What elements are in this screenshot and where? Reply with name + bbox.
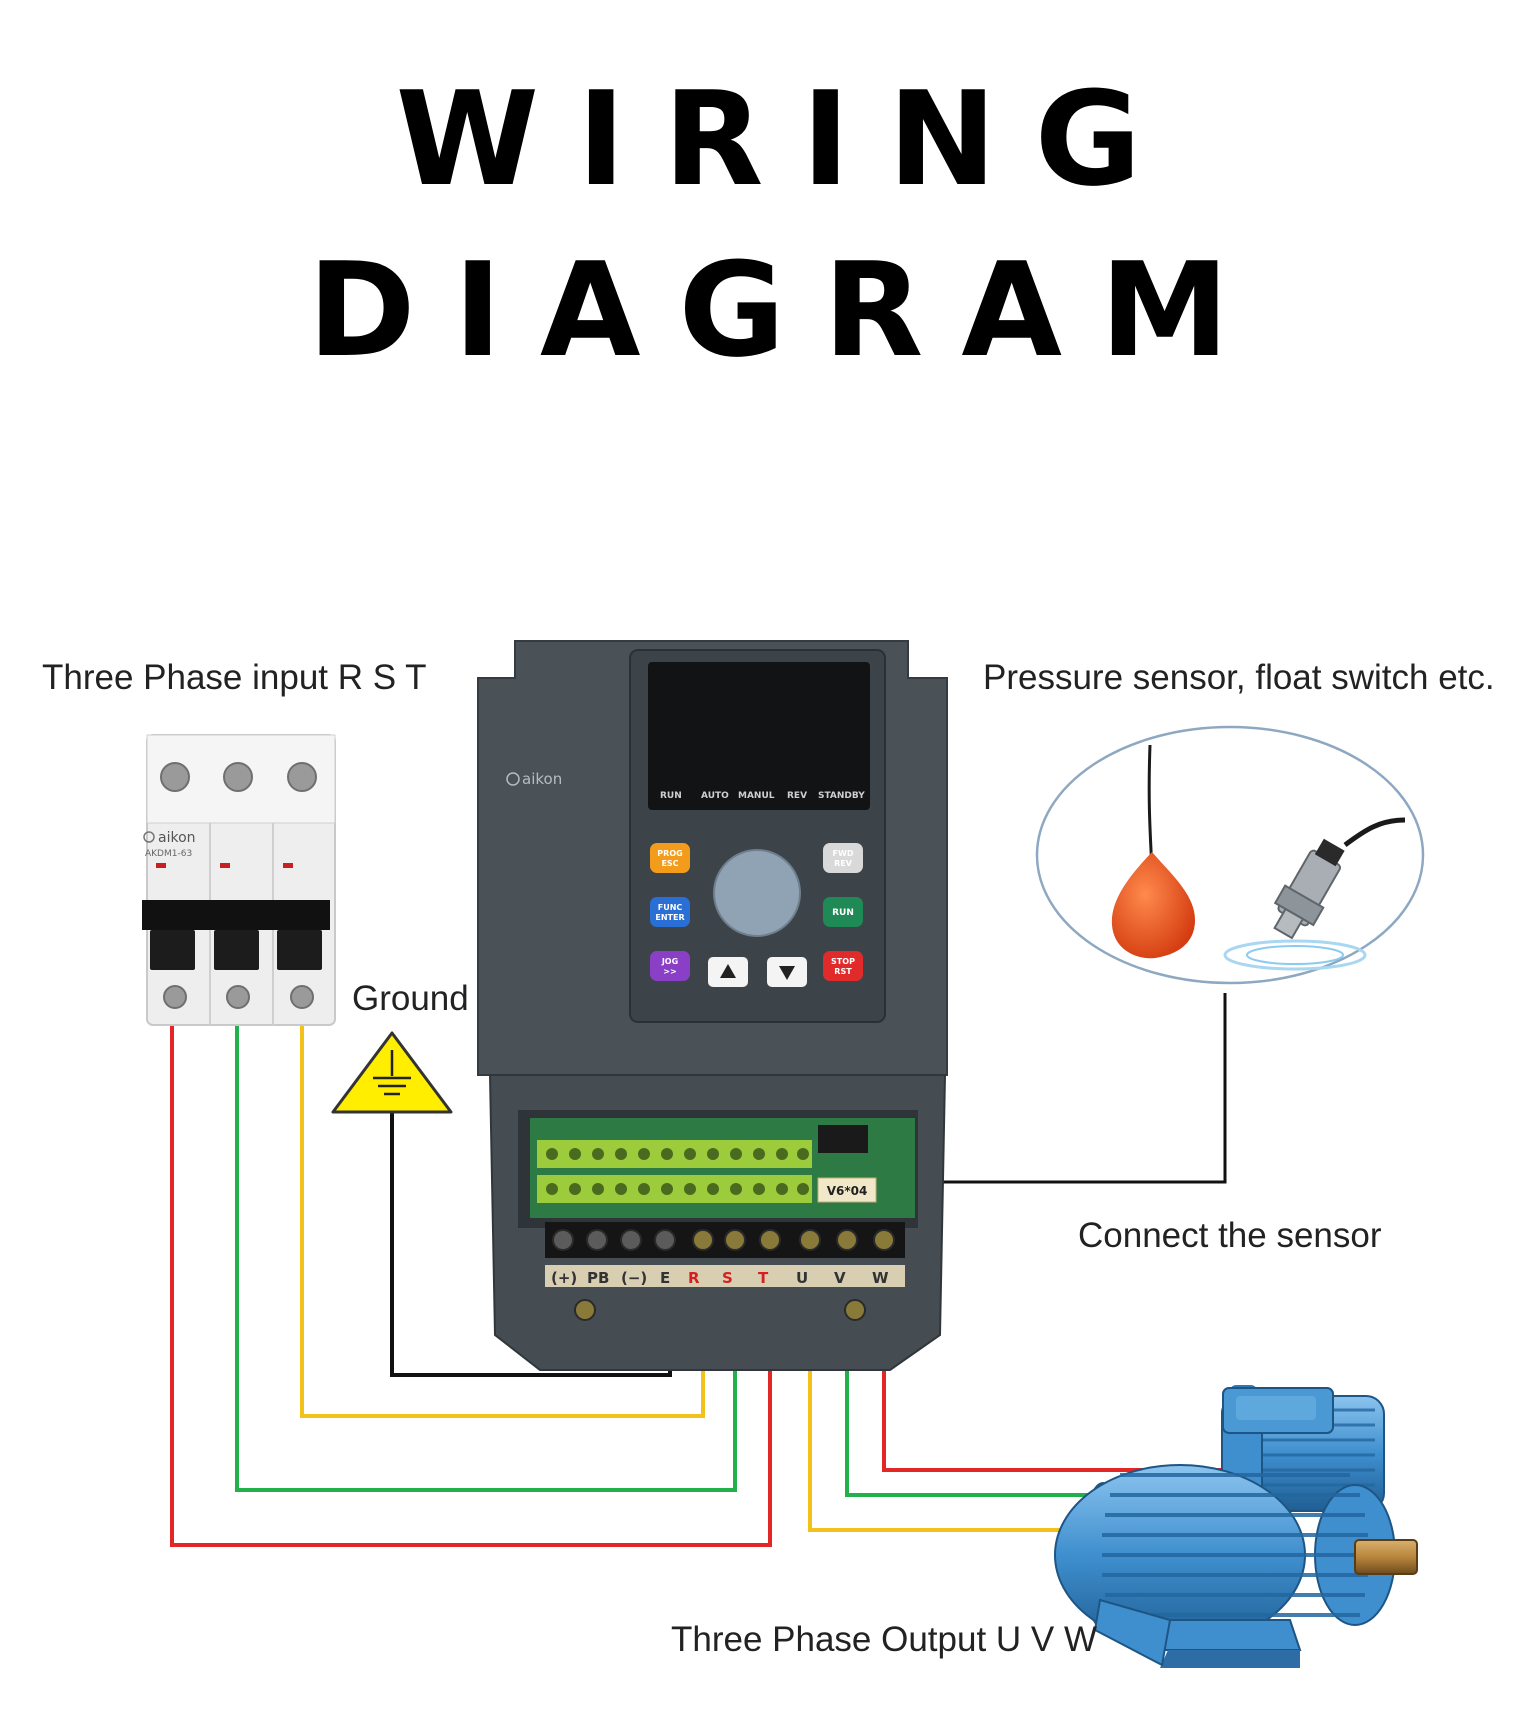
jog-arrow-label: >> [663, 967, 676, 976]
wire-input-r [170, 1020, 772, 1547]
vfd-brand: aikon [522, 770, 562, 788]
ground-warning-icon [331, 1031, 453, 1114]
terminal-r: R [688, 1269, 700, 1287]
motor-shaft-icon [1354, 1539, 1418, 1575]
stop-rst-button[interactable]: STOP RST [823, 951, 863, 981]
board-label: V6*04 [827, 1184, 868, 1198]
fwd-label: FWD [833, 849, 854, 858]
control-terminal-screws [546, 1148, 809, 1195]
top-screw-terminals [160, 762, 317, 792]
bottom-screw-terminals [163, 985, 314, 1009]
stop-label: STOP [831, 957, 855, 966]
indicator-manul: MANUL [738, 791, 775, 801]
func-enter-button[interactable]: FUNC ENTER [650, 897, 690, 927]
terminal-plus: (+) [551, 1269, 577, 1287]
sensor-bubble [1035, 725, 1425, 985]
terminal-u: U [796, 1269, 808, 1287]
fwd-rev-button[interactable]: FWD REV [823, 843, 863, 873]
indicator-auto: AUTO [701, 791, 729, 801]
rst-label: RST [834, 967, 852, 976]
indicator-run: RUN [660, 791, 682, 801]
title-line-1: WIRING [395, 63, 1180, 215]
float-switch-icon [1111, 744, 1195, 959]
jog-label: JOG [661, 957, 678, 966]
vfd-inverter: RUN AUTO MANUL REV STANDBY aikon PROG ES… [477, 640, 948, 1371]
potentiometer-knob[interactable] [713, 849, 801, 937]
down-button[interactable] [767, 957, 807, 987]
up-arrow-icon [720, 964, 736, 978]
up-button[interactable] [708, 957, 748, 987]
circuit-breaker: aikon AKDM1-63 [142, 734, 336, 1026]
prog-label: PROG [657, 849, 682, 858]
input-label: Three Phase input R S T [42, 658, 427, 697]
down-arrow-icon [779, 966, 795, 980]
jog-button[interactable]: JOG >> [650, 951, 690, 981]
indicator-rev: REV [787, 791, 807, 801]
terminal-pb: PB [587, 1269, 609, 1287]
run-label: RUN [832, 908, 854, 918]
connect-label: Connect the sensor [1078, 1216, 1382, 1255]
power-terminal-labels: (+) PB (−) E R S T U V W [551, 1269, 889, 1287]
pressure-sensor-icon [1223, 817, 1406, 971]
sensor-label: Pressure sensor, float switch etc. [983, 658, 1495, 697]
status-indicators: RUN AUTO MANUL REV STANDBY [660, 791, 865, 801]
esc-label: ESC [661, 859, 678, 868]
terminal-minus: (−) [621, 1269, 647, 1287]
terminal-w: W [872, 1269, 889, 1287]
func-label: FUNC [658, 903, 683, 912]
terminal-v: V [834, 1269, 846, 1287]
enter-label: ENTER [655, 913, 684, 922]
title-line-2: DIAGRAM [307, 234, 1268, 386]
breaker-brand: aikon [158, 830, 196, 846]
electric-motor [1054, 1385, 1418, 1668]
output-label: Three Phase Output U V W [671, 1620, 1098, 1659]
indicator-standby: STANDBY [818, 791, 865, 801]
terminal-t: T [758, 1269, 769, 1287]
terminal-s: S [722, 1269, 733, 1287]
terminal-e: E [660, 1269, 670, 1287]
wire-sensor [920, 993, 1227, 1184]
prog-esc-button[interactable]: PROG ESC [650, 843, 690, 873]
rev-label: REV [834, 859, 853, 868]
run-button[interactable]: RUN [823, 897, 863, 927]
ground-label: Ground [352, 979, 469, 1018]
breaker-model: AKDM1-63 [145, 849, 192, 859]
power-terminal-screws [552, 1229, 895, 1251]
